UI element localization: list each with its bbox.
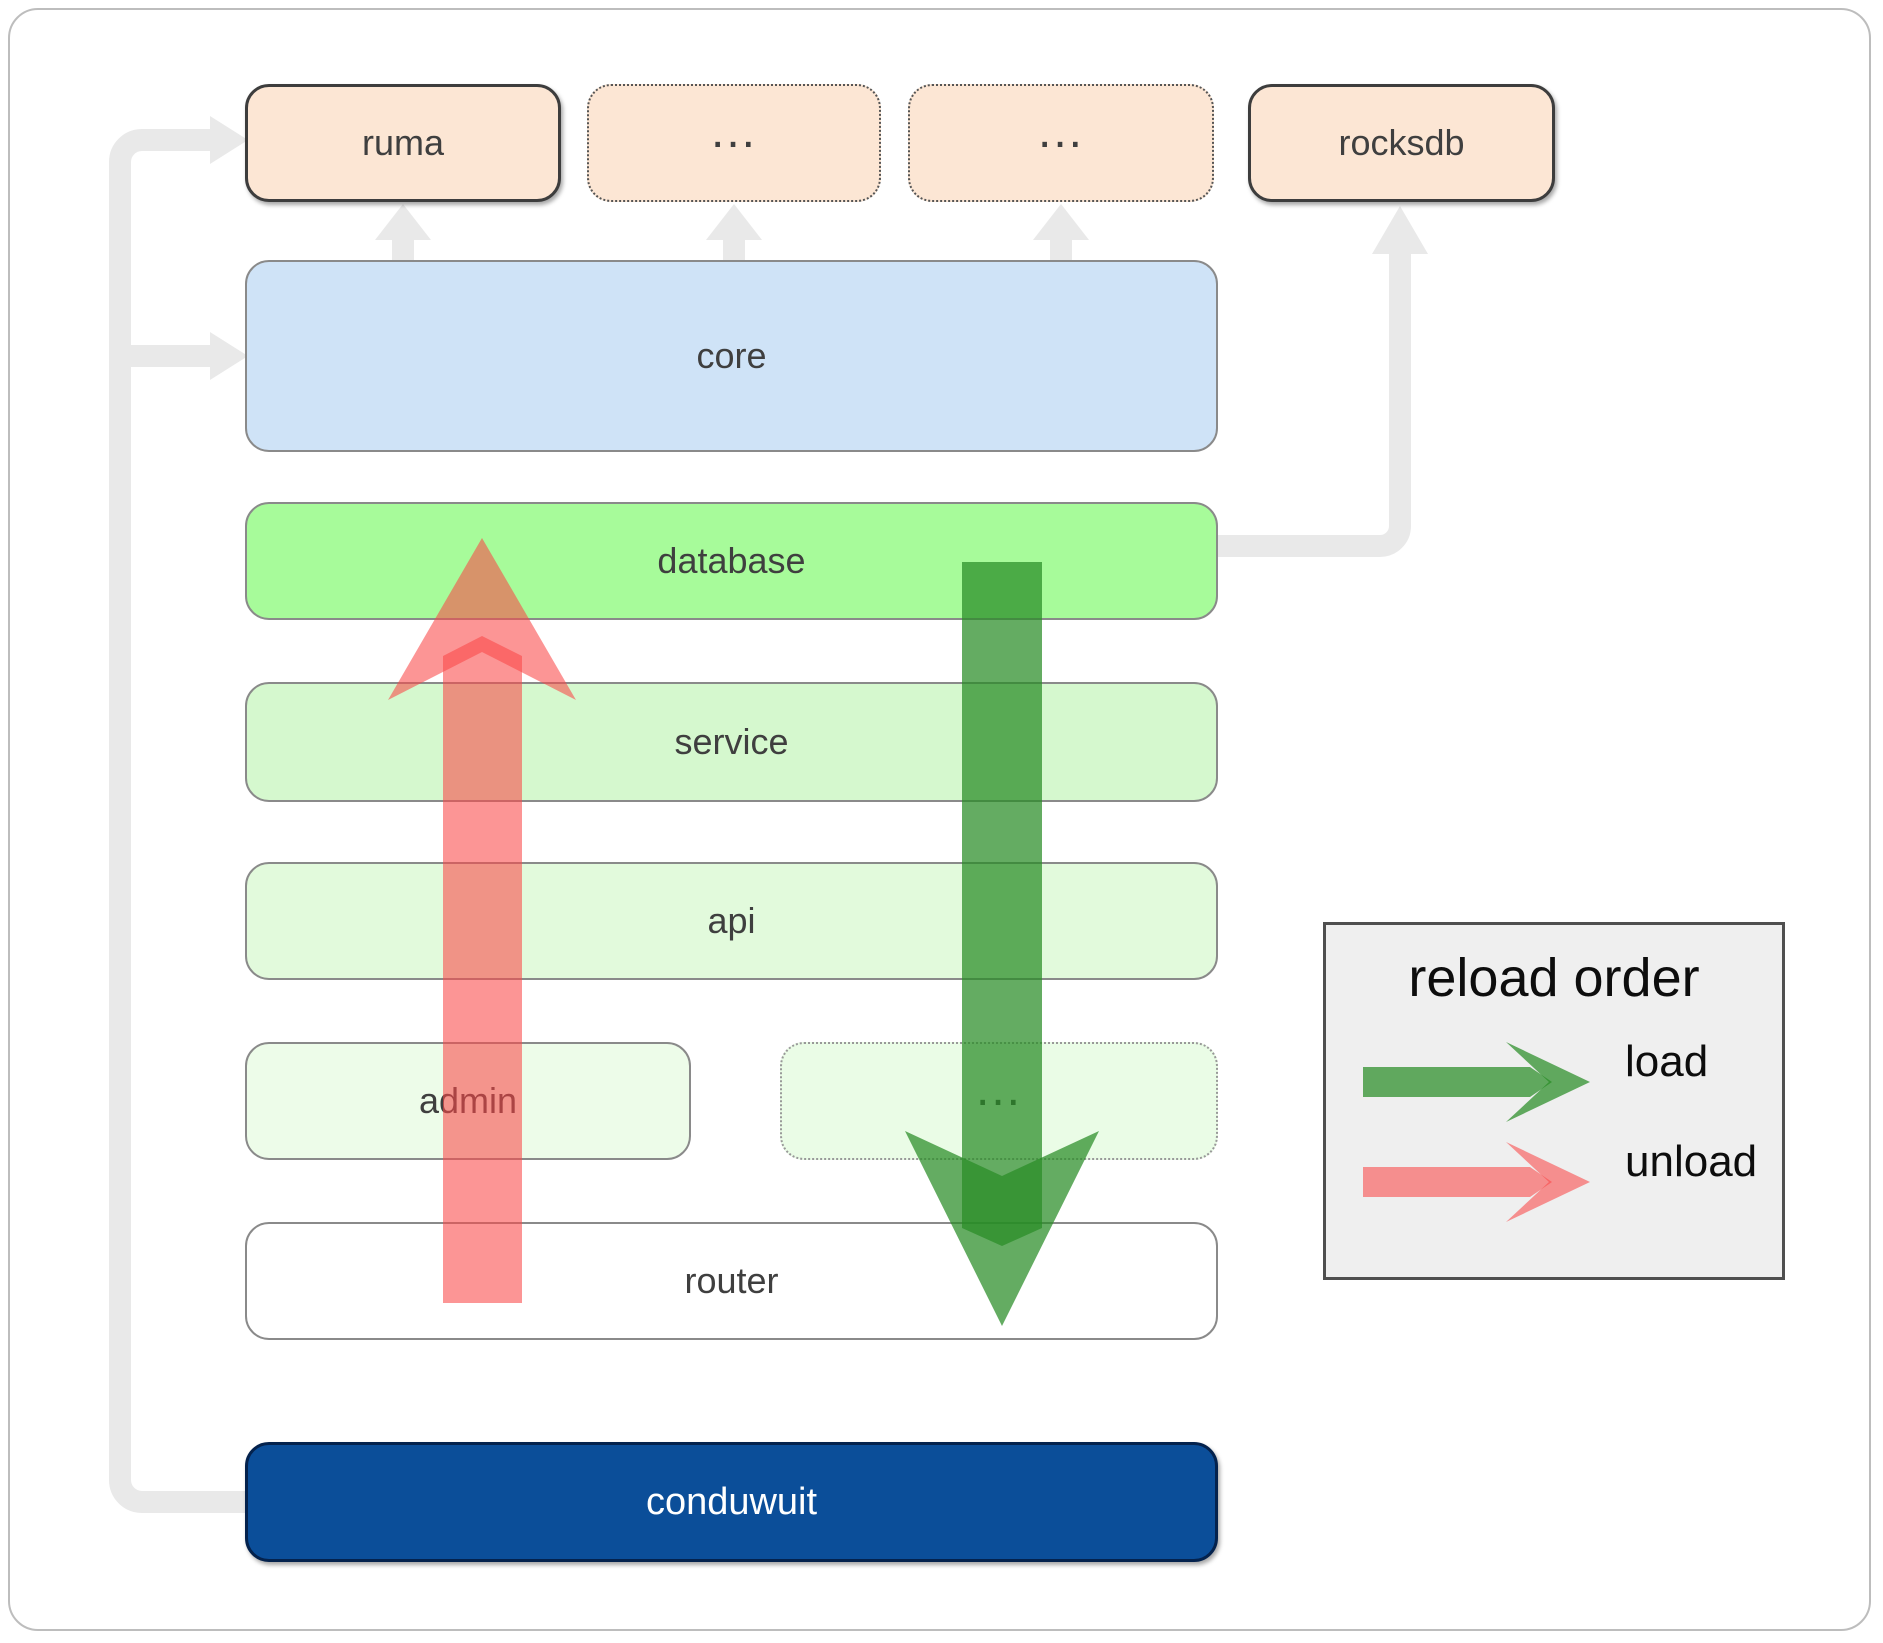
box-conduwuit-label: conduwuit <box>645 1480 818 1523</box>
legend: reload order load unload <box>1323 922 1785 1280</box>
box-ruma: ruma <box>245 84 561 202</box>
box-database: database <box>245 502 1218 620</box>
box-rocksdb: rocksdb <box>1248 84 1555 202</box>
arrowhead-into-core-icon <box>210 332 248 380</box>
box-service-label: service <box>674 721 789 762</box>
outer-frame <box>8 8 1871 1631</box>
box-database-label: database <box>657 540 806 581</box>
box-admin-dots-label: ... <box>975 1062 1022 1116</box>
box-admin-label: admin <box>418 1080 518 1121</box>
box-top-dots-1: ... <box>587 84 881 202</box>
box-api: api <box>245 862 1218 980</box>
connector-conduwuit-to-ruma <box>109 129 246 1513</box>
box-top-dots-2-label: ... <box>1037 104 1084 158</box>
up-arrow-core-to-dots2-icon <box>1033 204 1089 264</box>
arrowhead-into-ruma-icon <box>210 116 248 164</box>
arrowhead-into-rocksdb-icon <box>1372 206 1428 254</box>
legend-title: reload order <box>1408 948 1700 1008</box>
box-rocksdb-label: rocksdb <box>1338 122 1465 163</box>
box-api-label: api <box>707 900 756 941</box>
box-admin: admin <box>245 1042 691 1160</box>
up-arrow-core-to-dots1-icon <box>706 204 762 264</box>
box-router: router <box>245 1222 1218 1340</box>
up-arrow-core-to-ruma-icon <box>375 204 431 264</box>
box-core: core <box>245 260 1218 452</box>
box-ruma-label: ruma <box>361 122 445 163</box>
box-admin-dots: ... <box>780 1042 1218 1160</box>
legend-load-label: load <box>1625 1037 1709 1086</box>
box-conduwuit: conduwuit <box>245 1442 1218 1562</box>
box-core-label: core <box>696 335 767 376</box>
box-top-dots-1-label: ... <box>710 104 757 158</box>
legend-unload-label: unload <box>1625 1137 1758 1186</box>
connector-database-to-rocksdb <box>1218 252 1411 557</box>
box-service: service <box>245 682 1218 802</box>
box-router-label: router <box>684 1260 779 1301</box>
box-top-dots-2: ... <box>908 84 1214 202</box>
